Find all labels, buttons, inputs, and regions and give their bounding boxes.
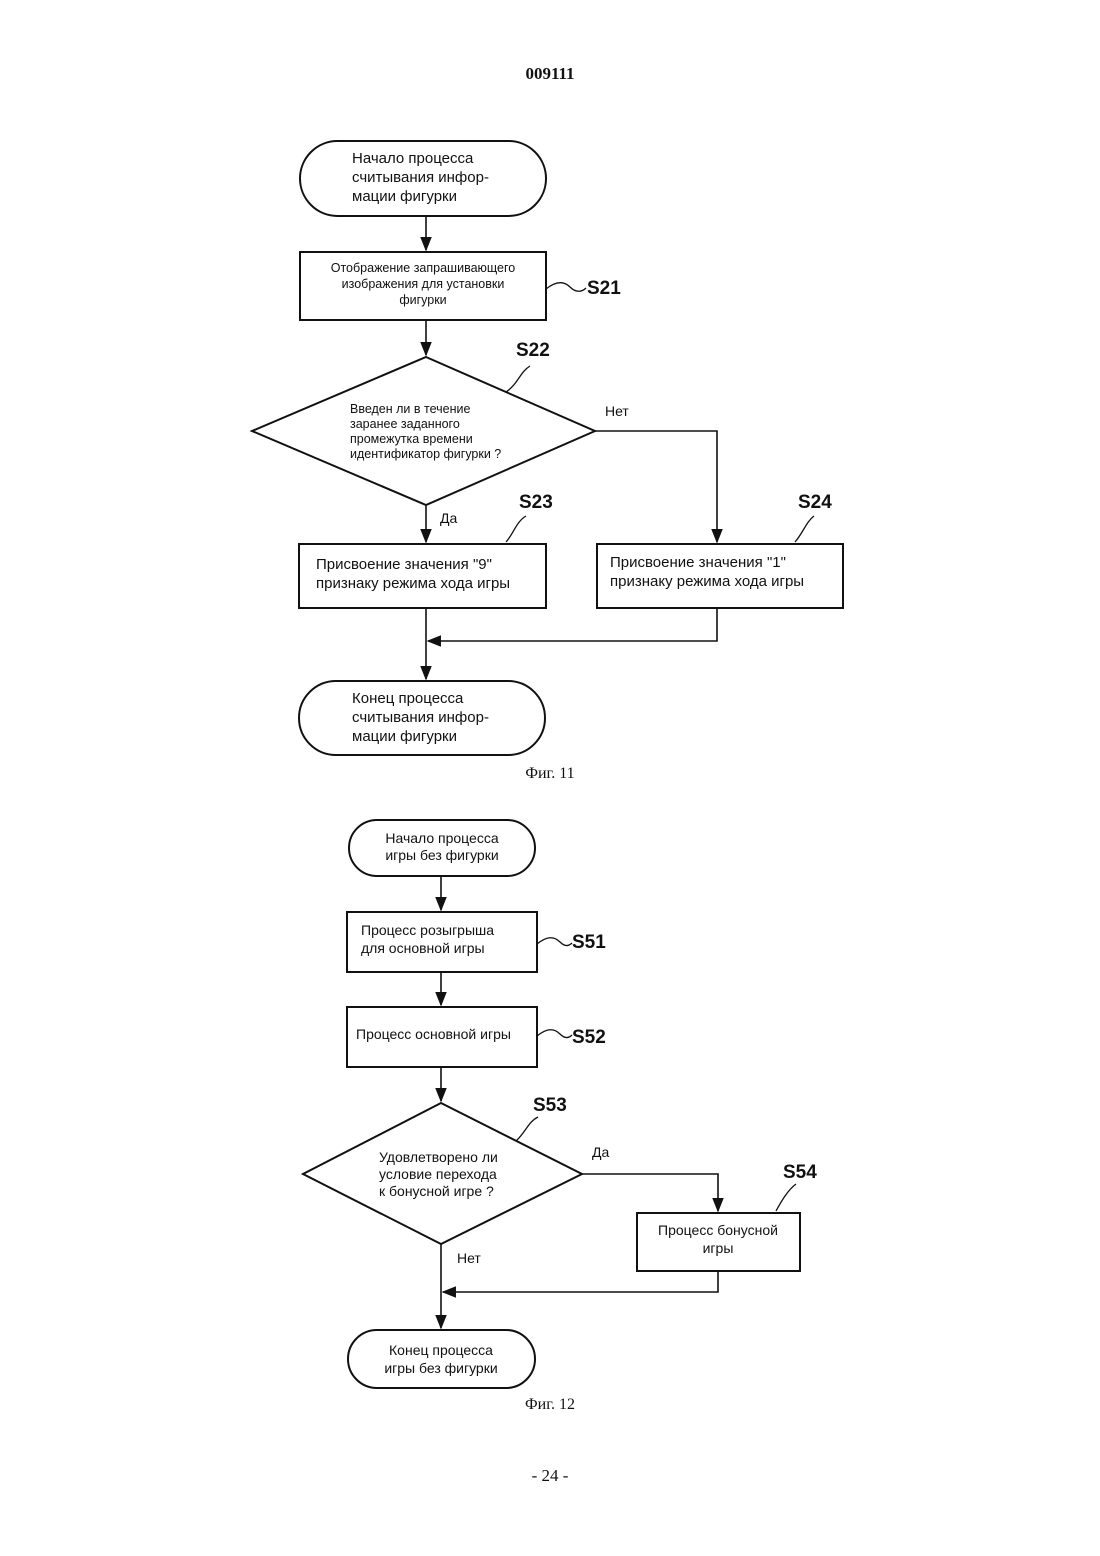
fig12-arrow-s54-merge (443, 1271, 718, 1292)
s21-text-line-2: изображения для установки (342, 277, 505, 291)
fig12-end-terminal: Конец процесса игры без фигурки (348, 1330, 535, 1388)
s53-text-line-2: условие перехода (379, 1166, 497, 1182)
fig11-process-s24: Присвоение значения "1" признаку режима … (597, 492, 843, 608)
fig11-start-line-2: считывания инфор- (352, 169, 489, 186)
fig12-start-line-1: Начало процесса (385, 830, 498, 846)
s22-text-line-2: заранее заданного (350, 417, 460, 431)
s22-step-label: S22 (516, 340, 550, 361)
fig11-start-terminal: Начало процесса считывания инфор- мации … (300, 141, 546, 216)
s51-step-label: S51 (572, 932, 606, 953)
s54-text-line-1: Процесс бонусной (658, 1222, 778, 1238)
s23-text-line-2: признаку режима хода игры (316, 575, 510, 592)
s54-text-line-2: игры (703, 1240, 734, 1256)
s21-text-line-3: фигурки (399, 293, 446, 307)
fig11-start-line-1: Начало процесса (352, 150, 474, 167)
s22-text-line-1: Введен ли в течение (350, 402, 470, 416)
s51-text-line-1: Процесс розыгрыша (361, 922, 494, 938)
s53-leader (516, 1117, 538, 1141)
s24-step-label: S24 (798, 492, 832, 513)
s52-text-line-1: Процесс основной игры (356, 1026, 511, 1042)
s23-step-label: S23 (519, 492, 553, 513)
fig11-end-line-3: мации фигурки (352, 728, 457, 745)
s51-leader (537, 938, 572, 946)
s53-step-label: S53 (533, 1095, 567, 1116)
fig12-end-line-2: игры без фигурки (384, 1360, 497, 1376)
s21-leader (546, 283, 586, 292)
s22-yes-label: Да (440, 510, 457, 526)
figure-12: Начало процесса игры без фигурки Процесс… (303, 820, 817, 1388)
s51-text-line-2: для основной игры (361, 940, 485, 956)
s24-text-line-1: Присвоение значения "1" (610, 554, 786, 571)
figure-11: Начало процесса считывания инфор- мации … (252, 141, 843, 755)
s53-yes-label: Да (592, 1144, 609, 1160)
fig12-process-s52: Процесс основной игры S52 (347, 1007, 606, 1067)
fig12-process-s51: Процесс розыгрыша для основной игры S51 (347, 912, 606, 972)
figure-11-caption: Фиг. 11 (0, 765, 1100, 783)
s53-no-label: Нет (457, 1250, 481, 1266)
fig11-start-line-3: мации фигурки (352, 188, 457, 205)
s53-text-line-3: к бонусной игре ? (379, 1183, 494, 1199)
s22-leader (506, 366, 530, 392)
fig11-end-terminal: Конец процесса считывания инфор- мации ф… (299, 681, 545, 755)
figure-12-caption: Фиг. 12 (0, 1396, 1100, 1414)
fig11-arrow-s24-merge (428, 608, 717, 641)
s22-text-line-3: промежутка времени (350, 432, 473, 446)
s24-leader (795, 516, 814, 542)
s23-leader (506, 516, 526, 542)
fig12-start-line-2: игры без фигурки (385, 847, 498, 863)
s54-step-label: S54 (783, 1162, 817, 1183)
fig12-end-line-1: Конец процесса (389, 1342, 493, 1358)
s54-leader (776, 1184, 796, 1211)
page-number: - 24 - (0, 1466, 1100, 1486)
fig12-arrow-yes-to-s54 (582, 1174, 718, 1211)
fig12-process-s54: Процесс бонусной игры S54 (637, 1162, 817, 1271)
s21-text-line-1: Отображение запрашивающего (331, 261, 516, 275)
fig11-end-line-2: считывания инфор- (352, 709, 489, 726)
fig11-process-s21: Отображение запрашивающего изображения д… (300, 252, 621, 320)
s52-leader (537, 1030, 572, 1038)
s23-text-line-1: Присвоение значения "9" (316, 556, 492, 573)
s21-step-label: S21 (587, 278, 621, 299)
fig12-start-terminal: Начало процесса игры без фигурки (349, 820, 535, 876)
fig11-end-line-1: Конец процесса (352, 690, 464, 707)
fig11-decision-s22: Введен ли в течение заранее заданного пр… (252, 340, 629, 526)
fig12-decision-s53: Удовлетворено ли условие перехода к бону… (303, 1095, 609, 1266)
s22-no-label: Нет (605, 403, 629, 419)
s22-text-line-4: идентификатор фигурки ? (350, 447, 501, 461)
s24-text-line-2: признаку режима хода игры (610, 573, 804, 590)
s53-text-line-1: Удовлетворено ли (379, 1149, 498, 1165)
fig11-arrow-no-to-s24 (595, 431, 717, 542)
s52-step-label: S52 (572, 1027, 606, 1048)
